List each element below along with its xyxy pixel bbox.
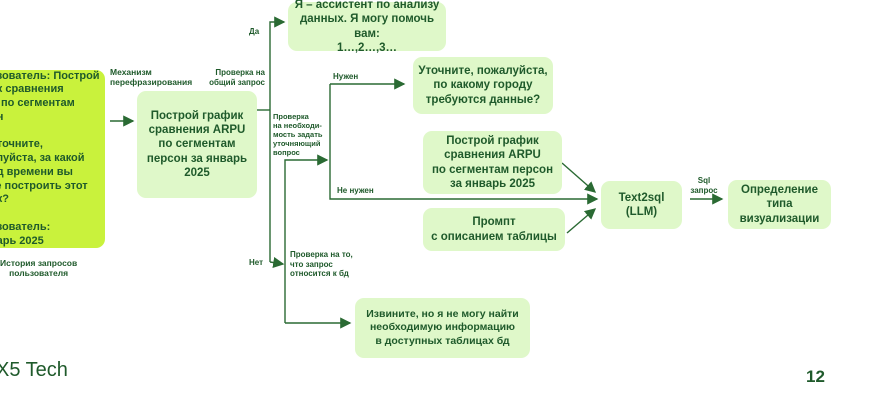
rephrased-query-box: Построй график сравнения ARPU по сегмент… (137, 91, 257, 198)
sql-label: Sql запрос (690, 176, 718, 195)
prompt-box: Промпт с описанием таблицы (423, 208, 565, 251)
rephrase-label: Механизм перефразирования (110, 67, 193, 88)
needed-label: Нужен (333, 72, 359, 81)
not-needed-label: Не нужен (337, 186, 374, 195)
text2sql-box: Text2sql (LLM) (601, 181, 682, 229)
clarify-box: Уточните, пожалуйста, по какому городу т… (413, 57, 553, 114)
general-check-label: Проверка на общий запрос (209, 68, 265, 87)
no-label: Нет (249, 258, 264, 267)
db-check-label: Проверка на то, что запрос относится к б… (290, 250, 353, 279)
viz-box: Определение типа визуализации (728, 180, 831, 229)
assistant-box: Я – ассистент по анализу данных. Я могу … (288, 0, 446, 54)
x5-tech-logo: X5 Tech (0, 359, 68, 381)
history-label: История запросов пользователя (0, 258, 78, 279)
query-box: Построй график сравнения ARPU по сегмент… (423, 131, 562, 194)
page-number: 12 (806, 367, 825, 386)
sorry-box: Извините, но я не могу найти необходимую… (355, 298, 530, 358)
yes-label: Да (249, 27, 260, 36)
history-box: ьзователь: Построй ик сравнения U по сег… (0, 70, 105, 248)
clarify-check-label: Проверка на необходи- мость задать уточн… (273, 112, 323, 157)
